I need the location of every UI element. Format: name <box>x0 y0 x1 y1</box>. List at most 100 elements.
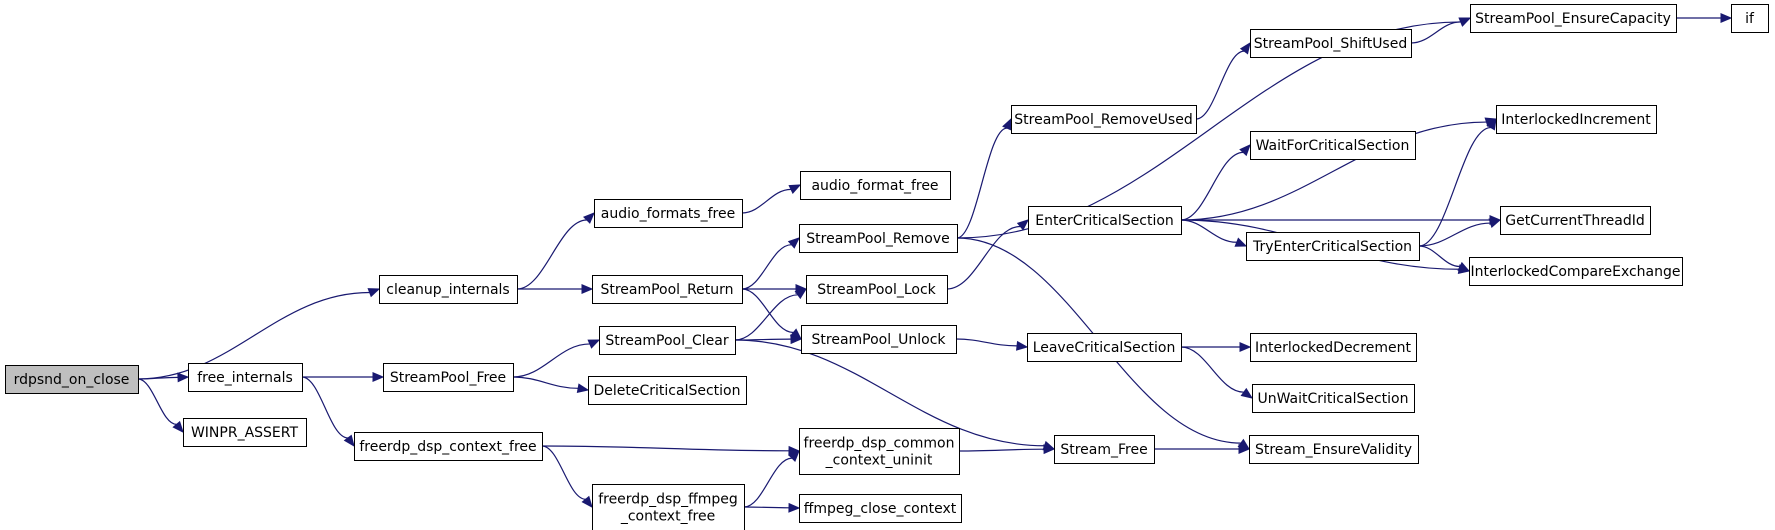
node-label: DeleteCriticalSection <box>594 383 741 399</box>
node-rdpsnd-on-close[interactable]: rdpsnd_on_close <box>5 365 139 394</box>
node-label: TryEnterCriticalSection <box>1252 239 1412 255</box>
arrowhead-icon <box>172 420 184 433</box>
node-streampool-ensurecapacity[interactable]: StreamPool_EnsureCapacity <box>1470 4 1677 33</box>
arrowhead-icon <box>372 372 385 382</box>
edge-line <box>512 343 590 378</box>
edge-line <box>734 294 798 341</box>
node-unwaitcriticalsection[interactable]: UnWaitCriticalSection <box>1252 384 1415 413</box>
node-label: InterlockedCompareExchange <box>1470 264 1680 280</box>
node-waitforcriticalsection[interactable]: WaitForCriticalSection <box>1250 131 1416 160</box>
node-winpr-assert[interactable]: WINPR_ASSERT <box>183 418 307 447</box>
edge-StreamPool_Clear-to-StreamPool_Lock <box>734 288 808 341</box>
node-streampool-unlock[interactable]: StreamPool_Unlock <box>801 325 957 354</box>
node-label: WINPR_ASSERT <box>191 425 299 441</box>
node-box <box>1028 206 1182 235</box>
edge-line <box>541 445 586 500</box>
node-box <box>5 365 139 394</box>
node-streampool-remove[interactable]: StreamPool_Remove <box>799 224 958 253</box>
node-label: StreamPool_Unlock <box>812 332 947 348</box>
arrowhead-icon <box>1234 237 1248 247</box>
node-audio-formats-free[interactable]: audio_formats_free <box>594 199 743 228</box>
node-streampool-return[interactable]: StreamPool_Return <box>592 275 743 304</box>
arrowhead-icon <box>788 502 801 513</box>
edge-rdpsnd_on_close-to-free_internals <box>137 372 190 383</box>
node-deletecriticalsection[interactable]: DeleteCriticalSection <box>588 376 747 405</box>
edge-TryEnterCriticalSection-to-InterlockedCompareExchange <box>1418 245 1471 272</box>
edge-TryEnterCriticalSection-to-GetCurrentThreadId <box>1418 218 1502 247</box>
edge-line <box>955 338 1018 347</box>
node-ffmpeg-close-context[interactable]: ffmpeg_close_context <box>799 494 962 523</box>
node-label: InterlockedIncrement <box>1501 112 1651 128</box>
node-label: UnWaitCriticalSection <box>1257 391 1408 407</box>
node-streampool-clear[interactable]: StreamPool_Clear <box>599 326 736 355</box>
node-box <box>1246 232 1420 261</box>
node-interlockedcompareexchange[interactable]: InterlockedCompareExchange <box>1469 257 1683 286</box>
node-cleanup-internals[interactable]: cleanup_internals <box>379 275 518 304</box>
node-label: freerdp_dsp_ffmpeg <box>598 492 738 508</box>
edge-line <box>1410 21 1461 44</box>
node-box <box>592 275 743 304</box>
edge-line <box>1418 126 1491 247</box>
node-freerdp-dsp-ffmpeg-context-free[interactable]: freerdp_dsp_ffmpeg_context_free <box>592 484 745 530</box>
node-box <box>379 275 518 304</box>
node-audio-format-free[interactable]: audio_format_free <box>800 171 951 200</box>
arrowhead-icon <box>794 288 808 300</box>
arrowhead-icon <box>177 372 190 383</box>
node-label: freerdp_dsp_common <box>804 436 955 452</box>
node-freerdp-dsp-context-free[interactable]: freerdp_dsp_context_free <box>354 432 543 461</box>
edge-StreamPool_Return-to-StreamPool_Remove <box>741 237 800 290</box>
edge-EnterCriticalSection-to-InterlockedIncrement <box>1180 117 1498 221</box>
edge-LeaveCriticalSection-to-InterlockedDecrement <box>1180 342 1252 352</box>
node-label: StreamPool_Return <box>600 282 733 298</box>
node-box <box>1250 29 1412 58</box>
edge-StreamPool_Free-to-StreamPool_Clear <box>512 339 601 378</box>
node-box <box>188 363 303 392</box>
node-label: rdpsnd_on_close <box>14 372 130 388</box>
edge-line <box>734 339 1045 447</box>
node-streampool-removeused[interactable]: StreamPool_RemoveUsed <box>1011 105 1197 134</box>
edge-line <box>956 127 1008 239</box>
arrowhead-icon <box>581 495 593 509</box>
edge-freerdp_dsp_ffmpeg_context_free-to-freerdp_dsp_common_context_uninit <box>743 450 800 508</box>
node-label: _context_free <box>620 509 715 525</box>
edge-freerdp_dsp_context_free-to-freerdp_dsp_ffmpeg_context_free <box>541 445 593 509</box>
node-label: audio_formats_free <box>601 206 735 222</box>
node-freerdp-dsp-common-context-uninit[interactable]: freerdp_dsp_common_context_uninit <box>799 428 960 475</box>
node-interlockeddecrement[interactable]: InterlockedDecrement <box>1250 333 1417 362</box>
edge-line <box>1180 121 1487 221</box>
node-getcurrentthreadid[interactable]: GetCurrentThreadId <box>1500 206 1651 235</box>
edge-line <box>512 376 579 389</box>
edge-line <box>743 506 790 509</box>
node-streampool-shiftused[interactable]: StreamPool_ShiftUsed <box>1250 29 1412 58</box>
node-interlockedincrement[interactable]: InterlockedIncrement <box>1496 105 1657 134</box>
node-label: ffmpeg_close_context <box>804 501 957 517</box>
nodes-layer: rdpsnd_on_close cleanup_internals free_int… <box>5 4 1769 530</box>
node-streampool-lock[interactable]: StreamPool_Lock <box>806 275 948 304</box>
edge-StreamPool_Free-to-DeleteCriticalSection <box>512 376 590 394</box>
node-label: StreamPool_Clear <box>605 333 728 349</box>
node-box <box>1252 384 1415 413</box>
edge-line <box>1195 50 1245 120</box>
node-box <box>801 325 957 354</box>
node-label: EnterCriticalSection <box>1035 213 1174 229</box>
arrowhead-icon <box>790 334 803 345</box>
node-label: StreamPool_Remove <box>806 231 949 247</box>
edge-line <box>1180 346 1244 393</box>
node-label: if <box>1745 11 1755 27</box>
node-label: freerdp_dsp_context_free <box>359 439 536 455</box>
edge-cleanup_internals-to-StreamPool_Return <box>517 284 594 294</box>
node-stream-free[interactable]: Stream_Free <box>1054 435 1155 464</box>
edge-line <box>516 219 587 290</box>
node-streampool-free[interactable]: StreamPool_Free <box>383 363 514 392</box>
edge-StreamPool_Unlock-to-LeaveCriticalSection <box>955 338 1029 351</box>
node-box <box>354 432 543 461</box>
node-free-internals[interactable]: free_internals <box>188 363 303 392</box>
node-box <box>800 171 951 200</box>
node-if[interactable]: if <box>1731 4 1769 33</box>
node-leavecriticalsection[interactable]: LeaveCriticalSection <box>1027 333 1182 362</box>
node-entercriticalsection[interactable]: EnterCriticalSection <box>1028 206 1182 235</box>
node-stream-ensurevalidity[interactable]: Stream_EnsureValidity <box>1249 435 1419 464</box>
edge-StreamPool_ShiftUsed-to-StreamPool_EnsureCapacity <box>1410 17 1472 44</box>
node-label: _context_uninit <box>825 453 933 469</box>
node-tryentercriticalsection[interactable]: TryEnterCriticalSection <box>1246 232 1420 261</box>
